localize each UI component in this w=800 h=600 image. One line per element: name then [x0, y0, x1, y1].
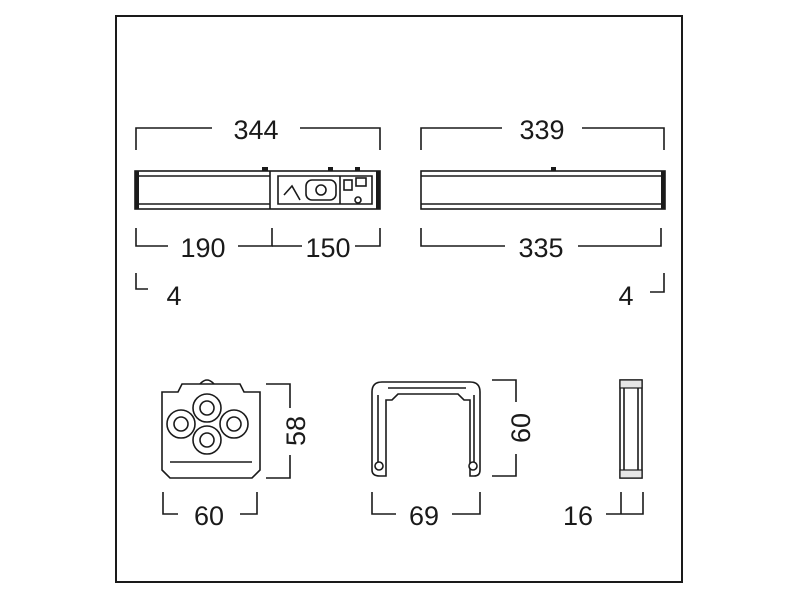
dim-left-end-offset: 4 [166, 281, 181, 311]
dim-left-total: 344 [233, 115, 278, 145]
control-gear [262, 167, 373, 205]
dim-endcap-height: 58 [281, 416, 311, 446]
dim-left-section-a: 190 [180, 233, 225, 263]
drawing-frame [115, 15, 683, 583]
side-view: 16 [563, 379, 644, 531]
right-elevation: 339 335 4 [420, 115, 666, 311]
dim-side-width: 16 [563, 501, 593, 531]
left-luminaire-body [134, 170, 381, 210]
left-end-cap [135, 171, 139, 209]
dim-endcap-width: 60 [194, 501, 224, 531]
dim-right-inner: 335 [518, 233, 563, 263]
left-elevation: 344 190 150 4 [134, 115, 381, 311]
end-cap-view: 58 60 [161, 379, 311, 531]
dim-profile-width: 69 [409, 501, 439, 531]
dim-right-end-offset: 4 [618, 281, 633, 311]
dim-left-section-b: 150 [305, 233, 350, 263]
dim-right-total: 339 [519, 115, 564, 145]
dim-profile-height: 60 [506, 413, 536, 443]
profile-outline [371, 381, 481, 477]
profile-section: 60 69 [371, 379, 536, 531]
right-luminaire-body [420, 170, 666, 210]
lamp-sockets [166, 393, 249, 455]
right-end-cap [661, 171, 665, 209]
